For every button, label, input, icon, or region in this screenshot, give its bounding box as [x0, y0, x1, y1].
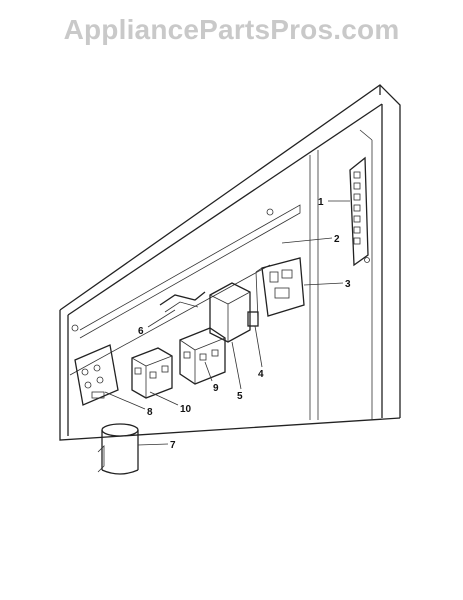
control-board	[255, 257, 305, 321]
callout-10: 10	[180, 404, 192, 415]
callout-5: 5	[237, 391, 243, 402]
callout-1: 1	[318, 197, 324, 208]
watermark: AppliancePartsPros.com	[63, 14, 400, 45]
callout-9: 9	[213, 383, 219, 394]
callout-8: 8	[147, 407, 153, 418]
relay-block-10	[131, 347, 173, 399]
small-relay	[247, 311, 259, 327]
circuit-board	[74, 344, 119, 406]
leader-lines	[104, 200, 350, 446]
callout-2: 2	[334, 234, 340, 245]
bracket	[159, 291, 206, 313]
callout-4: 4	[258, 369, 264, 380]
relay-block-9	[179, 327, 226, 385]
terminal-strip	[349, 156, 369, 267]
transformer	[209, 282, 251, 343]
callout-7: 7	[170, 440, 176, 451]
callout-3: 3	[345, 279, 351, 290]
callout-6: 6	[138, 326, 144, 337]
cabinet-frame	[59, 84, 401, 441]
capacitor	[97, 423, 139, 475]
